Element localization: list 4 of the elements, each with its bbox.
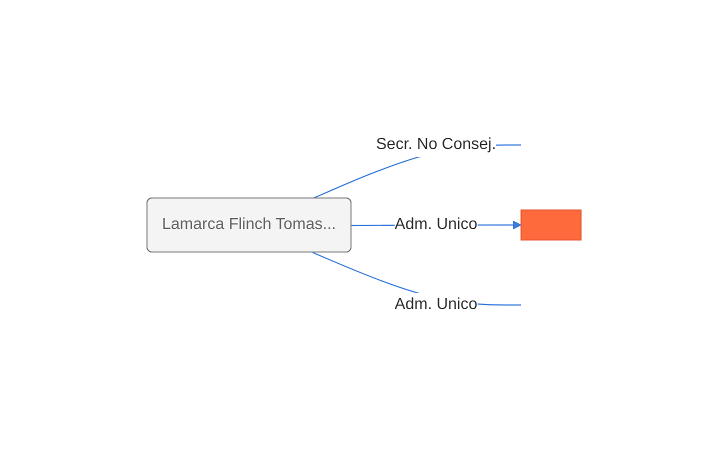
node-box xyxy=(520,210,582,240)
edge-label: Adm. Unico xyxy=(394,296,478,313)
edge-label: Secr. No Consej. xyxy=(376,136,496,153)
edge-label: Adm. Unico xyxy=(394,216,478,233)
